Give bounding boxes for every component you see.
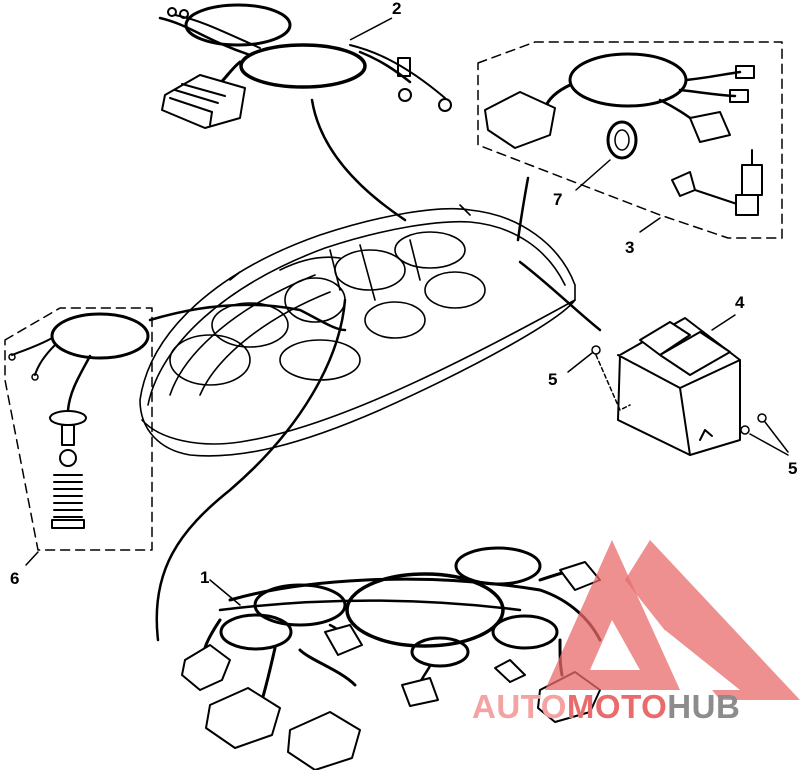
watermark-part-auto: AUTO <box>472 688 567 725</box>
callout-1: 1 <box>200 568 209 587</box>
boat-hull <box>139 204 576 457</box>
routing-line-1 <box>155 298 347 642</box>
harness-3 <box>484 52 755 149</box>
callout-5-right: 5 <box>788 459 797 478</box>
harness-2 <box>158 3 452 222</box>
kit-3-outline <box>477 41 783 239</box>
harness-6 <box>8 312 150 412</box>
harness-2-multi-plug <box>161 74 246 129</box>
kit-6-outline <box>4 307 153 551</box>
grommet-7 <box>575 120 638 191</box>
callout-6: 6 <box>10 569 19 588</box>
leader-2 <box>349 17 393 41</box>
watermark-part-moto: MOTO <box>567 688 667 725</box>
routing-line-3 <box>516 176 530 242</box>
routing-line-6 <box>148 303 347 332</box>
watermark-part-hub: HUB <box>667 688 740 725</box>
sensor-3 <box>639 149 763 233</box>
callout-7: 7 <box>553 190 562 209</box>
battery-box-4 <box>617 314 741 456</box>
screws-5 <box>567 345 789 456</box>
watermark-logo <box>545 540 800 700</box>
harness-1 <box>181 546 602 770</box>
callout-4: 4 <box>735 293 745 312</box>
callout-3: 3 <box>625 238 634 257</box>
routing-line-4 <box>518 260 602 332</box>
callout-5-left: 5 <box>548 370 557 389</box>
spring-switch-6 <box>25 410 87 566</box>
watermark-text: AUTOMOTOHUB <box>472 688 740 725</box>
callout-2: 2 <box>392 0 401 18</box>
